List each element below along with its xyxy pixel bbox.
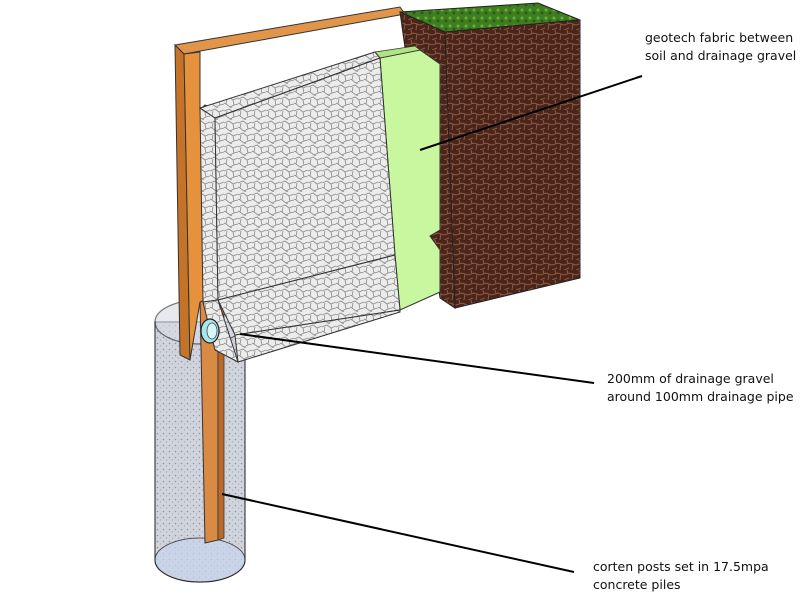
label-geotech-fabric: geotech fabric between soil and drainage… — [645, 29, 796, 65]
label-line: geotech fabric between — [645, 30, 794, 45]
label-line: corten posts set in 17.5mpa — [593, 559, 769, 574]
label-line: 200mm of drainage gravel — [607, 371, 774, 386]
leader-line-posts — [221, 493, 575, 573]
corten-post — [199, 295, 225, 544]
label-corten-posts: corten posts set in 17.5mpa concrete pil… — [593, 558, 769, 594]
label-line: concrete piles — [593, 577, 681, 592]
label-line: around 100mm drainage pipe — [607, 389, 794, 404]
label-line: soil and drainage gravel — [645, 48, 797, 63]
leader-line-gravel — [239, 333, 595, 384]
leader-line-fabric — [419, 75, 643, 151]
drainage-gravel — [198, 51, 401, 364]
label-drainage-gravel: 200mm of drainage gravel around 100mm dr… — [607, 370, 794, 406]
drainage-pipe — [200, 318, 220, 344]
